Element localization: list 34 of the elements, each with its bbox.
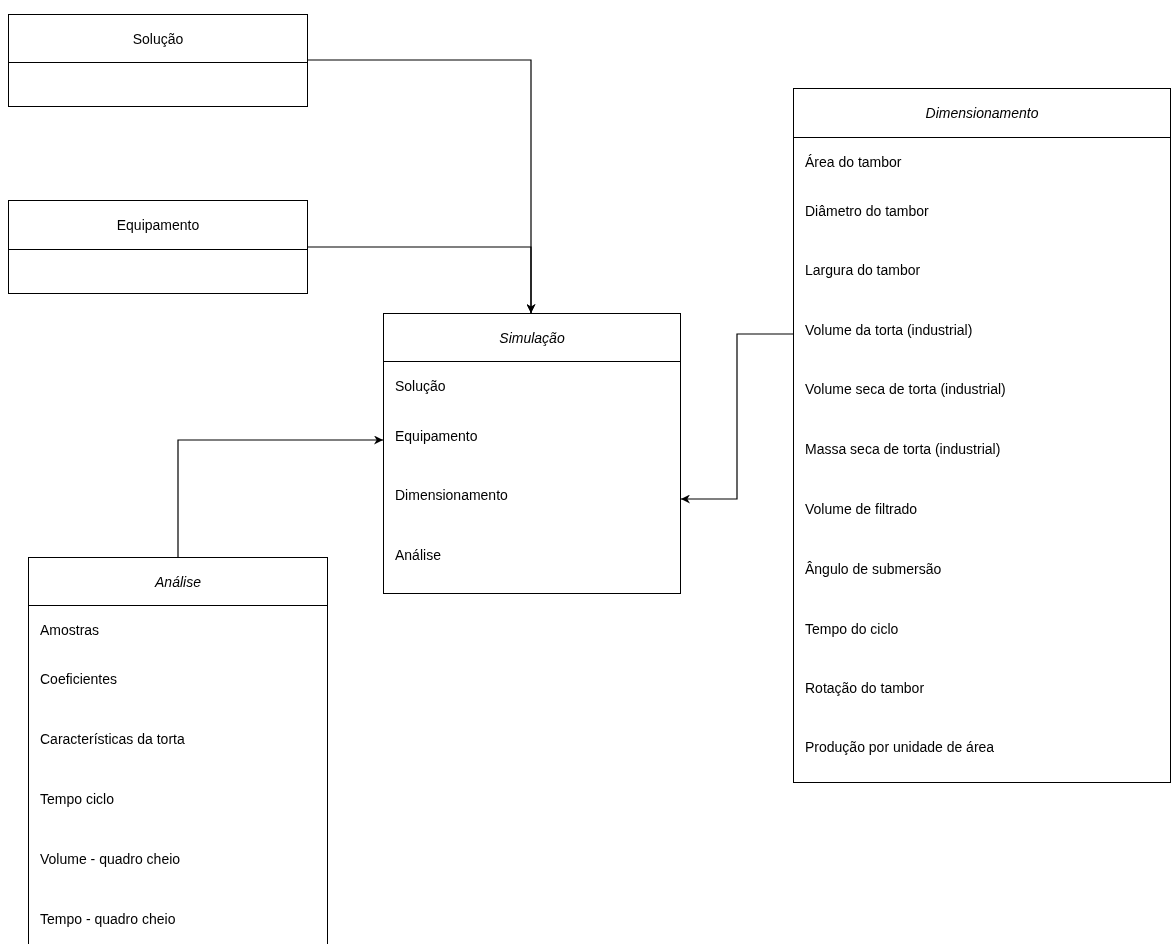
class-name: Análise xyxy=(29,558,327,606)
attribute-text: Diâmetro do tambor xyxy=(805,202,929,220)
class-box xyxy=(8,200,308,294)
attribute-text: Rotação do tambor xyxy=(805,679,925,697)
class-box xyxy=(793,88,1171,783)
class-name: Solução xyxy=(9,15,307,63)
attribute-text: Produção por unidade de área xyxy=(805,738,995,756)
attribute-text: Equipamento xyxy=(395,427,478,445)
attribute-text: Largura do tambor xyxy=(805,261,921,279)
attribute-text: Volume - quadro cheio xyxy=(40,850,181,868)
attribute-text: Coeficientes xyxy=(40,670,118,688)
attribute-text: Volume de filtrado xyxy=(805,500,918,518)
class-name: Equipamento xyxy=(9,201,307,250)
arrow xyxy=(177,435,384,558)
attribute-text: Tempo ciclo xyxy=(40,790,114,808)
attribute-text: Tempo do ciclo xyxy=(805,620,899,638)
attribute-text: Características da torta xyxy=(40,730,185,748)
arrow xyxy=(680,333,794,504)
class-name: Simulação xyxy=(384,314,680,362)
attribute-text: Volume seca de torta (industrial) xyxy=(805,380,1006,398)
attribute-text: Massa seca de torta (industrial) xyxy=(805,440,1001,458)
class-name: Dimensionamento xyxy=(794,89,1170,138)
attribute-text: Ângulo de submersão xyxy=(805,560,942,578)
arrow xyxy=(307,246,536,314)
attribute-text: Análise xyxy=(395,546,441,564)
class-box xyxy=(383,313,681,594)
class-box xyxy=(28,557,328,944)
attribute-text: Solução xyxy=(395,377,446,395)
attribute-text: Volume da torta (industrial) xyxy=(805,321,973,339)
attribute-text: Amostras xyxy=(40,621,100,639)
attribute-text: Área do tambor xyxy=(805,153,902,171)
class-box xyxy=(8,14,308,107)
attribute-text: Dimensionamento xyxy=(395,486,508,504)
attribute-text: Tempo - quadro cheio xyxy=(40,910,176,928)
